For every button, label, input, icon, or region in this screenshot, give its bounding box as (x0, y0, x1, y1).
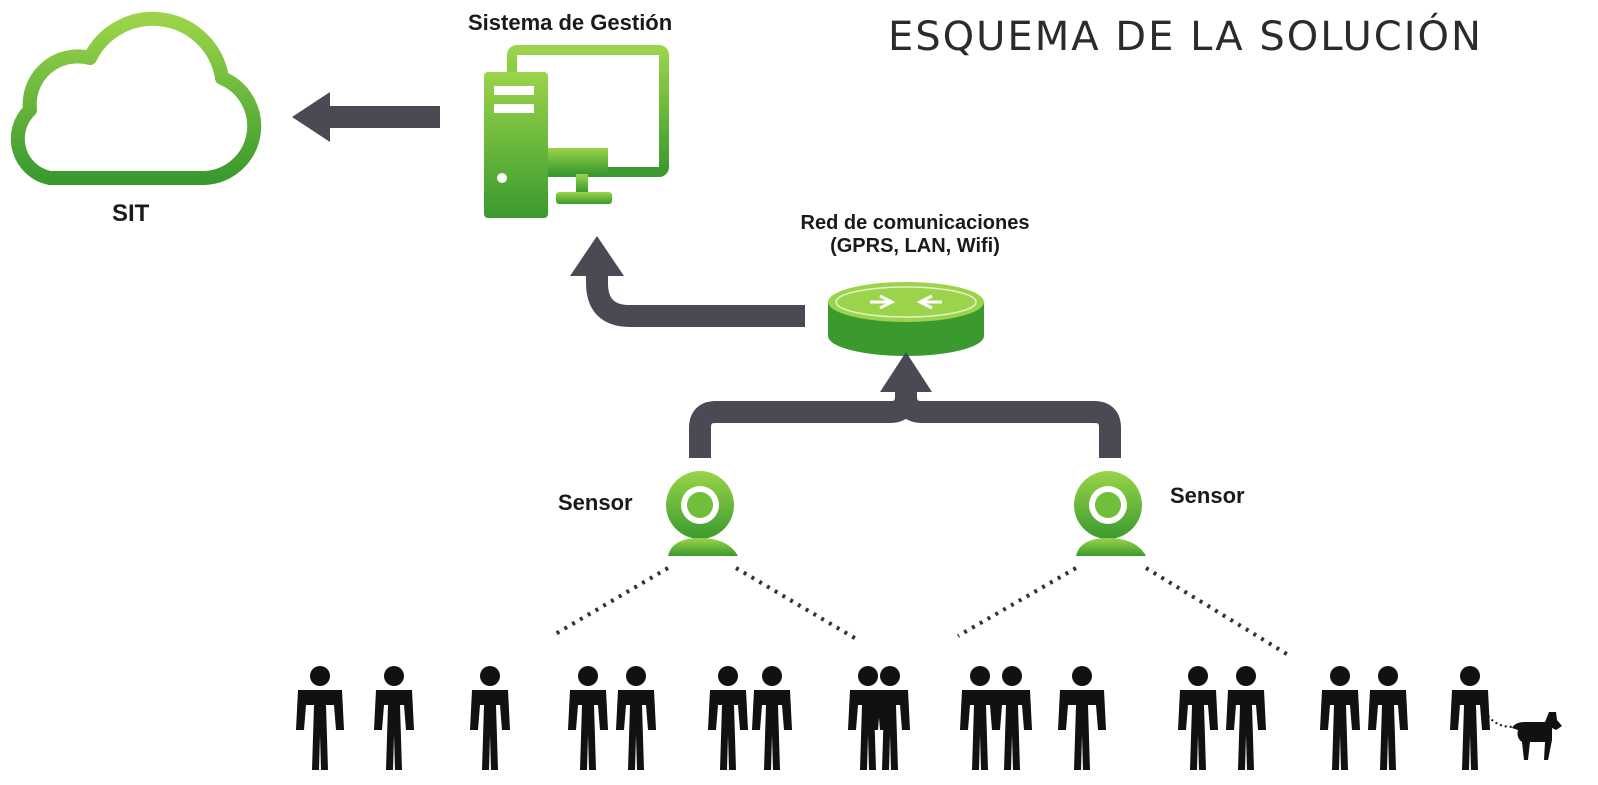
sensor-range-lines (550, 566, 1292, 658)
arrow-to-management (570, 236, 805, 327)
sensor-left-label: Sensor (558, 490, 633, 515)
person-figure (296, 666, 344, 770)
dog-icon (1487, 712, 1562, 760)
person-figure (848, 666, 888, 770)
person-figure (752, 666, 792, 770)
arrow-to-cloud (292, 92, 440, 142)
person-figure (1058, 666, 1106, 770)
person-figure (1320, 666, 1360, 770)
computer-icon (484, 45, 669, 218)
people-icon (296, 666, 1490, 770)
camera-sensor-icon (666, 471, 738, 556)
person-figure (960, 666, 1000, 770)
network-label-line1: Red de comunicaciones (800, 212, 1030, 234)
sit-label: SIT (112, 200, 150, 227)
sensor-right-label: Sensor (1170, 483, 1245, 508)
person-figure (1450, 666, 1490, 770)
person-figure (992, 666, 1032, 770)
arrow-to-router (689, 352, 1121, 458)
diagram-title: ESQUEMA DE LA SOLUCIÓN (888, 14, 1483, 60)
person-figure (616, 666, 656, 770)
network-label: Red de comunicaciones (GPRS, LAN, Wifi) (770, 212, 1060, 258)
person-figure (1368, 666, 1408, 770)
person-figure (374, 666, 414, 770)
network-label-line2: (GPRS, LAN, Wifi) (830, 235, 1000, 257)
person-figure (1178, 666, 1218, 770)
person-figure (568, 666, 608, 770)
person-figure (708, 666, 748, 770)
cloud-icon (10, 11, 262, 185)
person-figure (870, 666, 910, 770)
person-figure (470, 666, 510, 770)
person-figure (1226, 666, 1266, 770)
camera-sensor-icon (1074, 471, 1146, 556)
router-icon (828, 282, 984, 356)
management-system-label: Sistema de Gestión (468, 10, 673, 35)
